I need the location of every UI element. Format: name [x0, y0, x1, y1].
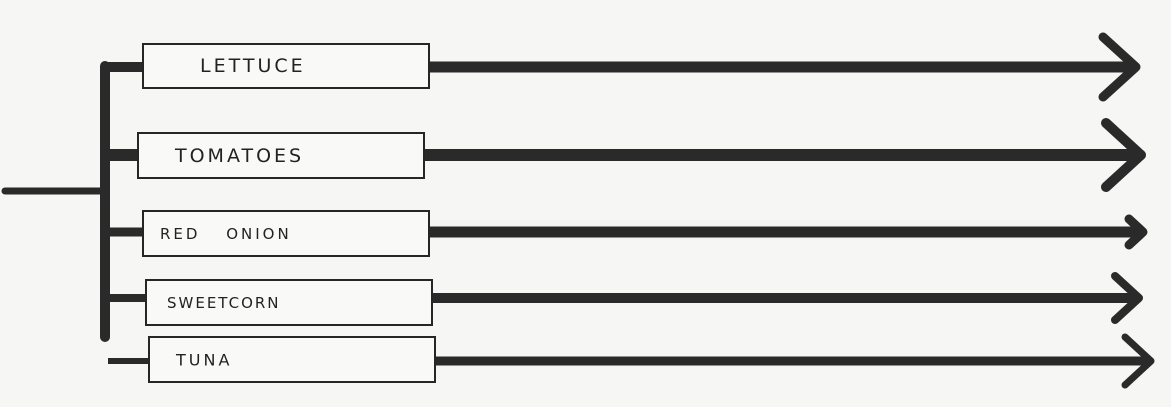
- arrow-head-lettuce: [1098, 32, 1141, 102]
- item-label-tomatoes: TOMATOES: [175, 144, 305, 167]
- item-label-red-onion: RED ONION: [160, 224, 292, 243]
- item-box-tomatoes: TOMATOES: [137, 132, 425, 179]
- item-label-lettuce: LETTUCE: [200, 55, 306, 77]
- item-box-red-onion: RED ONION: [142, 210, 430, 257]
- arrow-head-tomatoes: [1101, 118, 1146, 192]
- item-label-tuna: TUNA: [176, 350, 233, 369]
- arrow-head-tuna: [1121, 333, 1155, 389]
- item-box-tuna: TUNA: [148, 336, 436, 383]
- item-box-lettuce: LETTUCE: [142, 43, 430, 89]
- arrow-head-sweetcorn: [1111, 272, 1143, 324]
- item-box-sweetcorn: SWEETCORN: [145, 279, 433, 326]
- item-label-sweetcorn: SWEETCORN: [167, 293, 281, 312]
- arrow-head-red-onion: [1124, 214, 1148, 250]
